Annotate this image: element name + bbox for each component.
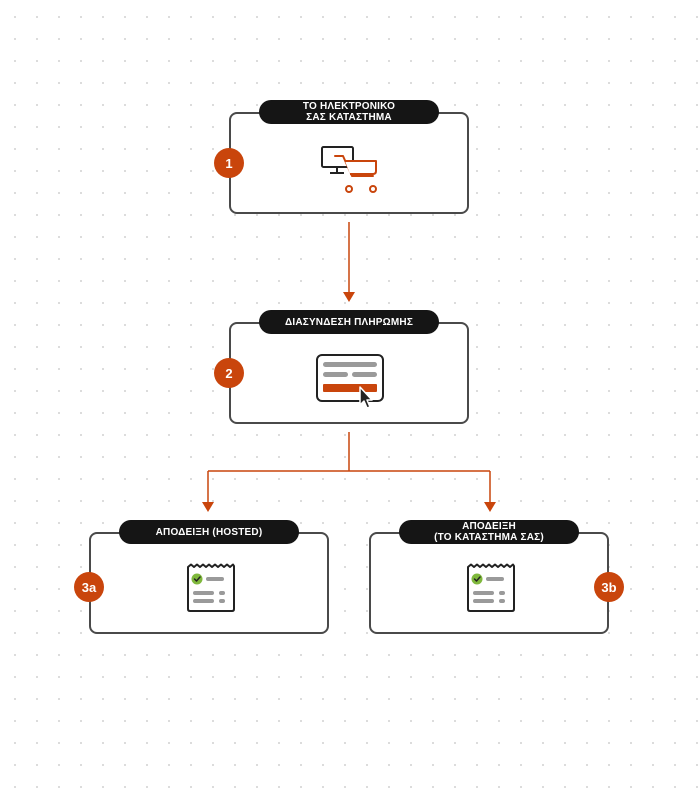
step-1-badge-label: 1 — [225, 155, 233, 171]
payment-form-click-icon — [316, 354, 384, 409]
step-3a-badge: 3a — [74, 572, 104, 602]
receipt-check-icon — [467, 563, 515, 612]
step-1-title-line2: ΣΑΣ ΚΑΤΑΣΤΗΜΑ — [306, 112, 392, 123]
arrowhead-step3a — [202, 502, 214, 512]
step-3b-title-line1: ΑΠΟΔΕΙΞΗ — [462, 521, 516, 532]
receipt-check-icon — [187, 563, 235, 612]
step-3a-badge-label: 3a — [81, 579, 97, 595]
step-3b-badge-label: 3b — [601, 579, 617, 595]
step-2-title-line1: ΔΙΑΣΥΝΔΕΣΗ ΠΛΗΡΩΜΗΣ — [284, 316, 414, 328]
step-3b-title: ΑΠΟΔΕΙΞΗ (ΤΟ ΚΑΤΑΣΤΗΜΑ ΣΑΣ) — [399, 520, 579, 544]
step-3a-title-line1: ΑΠΟΔΕΙΞΗ (HOSTED) — [155, 526, 263, 538]
step-3b-title-line2: (ΤΟ ΚΑΤΑΣΤΗΜΑ ΣΑΣ) — [434, 532, 544, 543]
step-3a-card — [89, 532, 329, 634]
step-2-title: ΔΙΑΣΥΝΔΕΣΗ ΠΛΗΡΩΜΗΣ — [259, 310, 439, 334]
step-1-card — [229, 112, 469, 214]
step-1-title: ΤΟ ΗΛΕΚΤΡΟΝΙΚΟ ΣΑΣ ΚΑΤΑΣΤΗΜΑ — [259, 100, 439, 124]
step-3a-title: ΑΠΟΔΕΙΞΗ (HOSTED) — [119, 520, 299, 544]
step-2-card — [229, 322, 469, 424]
online-store-cart-icon — [321, 146, 377, 193]
step-1-title-line1: ΤΟ ΗΛΕΚΤΡΟΝΙΚΟ — [302, 101, 396, 112]
step-3b-badge: 3b — [594, 572, 624, 602]
step-2-badge: 2 — [214, 358, 244, 388]
arrowhead-step2 — [343, 292, 355, 302]
step-1-badge: 1 — [214, 148, 244, 178]
step-3b-card — [369, 532, 609, 634]
step-2-badge-label: 2 — [225, 365, 233, 381]
arrowhead-step3b — [484, 502, 496, 512]
